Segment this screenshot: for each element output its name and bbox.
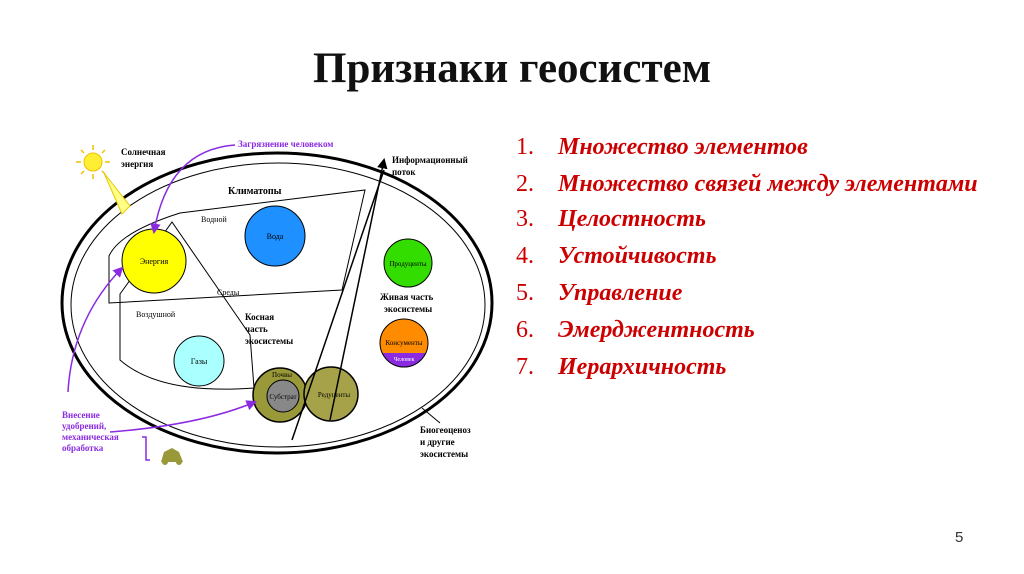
envs-label: Среды — [217, 288, 240, 297]
fertilizer-arrow-to-energy — [67, 266, 124, 393]
list-text: Управление — [558, 280, 683, 306]
reducers-circle — [303, 366, 359, 422]
list-number: 6. — [516, 317, 534, 343]
living-part-label: Живая часть экосистемы — [380, 292, 436, 314]
substrate-circle — [266, 379, 300, 413]
air-env-label: Воздушной — [136, 310, 176, 319]
features-list: 1. Множество элементов 2. Множество связ… — [516, 131, 996, 388]
list-text: Целостность — [558, 206, 706, 232]
reducers-label: Редуценты — [318, 391, 351, 399]
list-item: 4. Устойчивость — [516, 240, 996, 272]
human-label: Человек — [394, 357, 415, 363]
list-item: 2. Множество связей между элементами — [516, 168, 996, 200]
sun-beam — [103, 172, 131, 215]
list-item: 1. Множество элементов — [516, 131, 996, 163]
consumers-circle — [380, 319, 428, 367]
page-number: 5 — [955, 529, 964, 546]
energy-label: Энергия — [140, 257, 169, 266]
inert-part-label: Косная часть экосистемы — [245, 312, 293, 346]
pollution-label: Загрязнение человеком — [238, 139, 333, 149]
list-number: 3. — [516, 206, 534, 232]
tractor-icon — [142, 436, 183, 465]
gases-circle — [173, 335, 225, 387]
producers-circle — [383, 238, 433, 288]
info-flow-line-right — [291, 169, 385, 441]
biogeocenosis-label: Биогеоценоз и другие экосистемы — [420, 425, 473, 459]
info-flow-label: Информационный поток — [392, 155, 470, 177]
list-item: 5. Управление — [516, 277, 996, 309]
water-label: Вода — [267, 232, 284, 241]
list-number: 7. — [516, 354, 534, 380]
climatopes-region — [108, 189, 366, 304]
water-circle — [244, 205, 306, 267]
list-item: 3. Целостность — [516, 203, 996, 235]
soils-label: Почвы — [272, 371, 292, 379]
info-flow-line-left — [329, 157, 388, 421]
list-text: Иерархичность — [558, 354, 727, 380]
list-text: Множество связей между элементами — [558, 171, 978, 197]
list-number: 1. — [516, 134, 534, 160]
list-text: Эмерджентность — [558, 317, 755, 343]
outer-ellipse — [60, 151, 494, 455]
fertilizer-label: Внесение удобрений, механическая обработ… — [62, 410, 121, 453]
list-item: 6. Эмерджентность — [516, 314, 996, 346]
consumers-label: Консументы — [385, 339, 422, 347]
inner-ellipse — [70, 162, 486, 448]
biogeocenosis-pointer — [421, 407, 441, 424]
list-number: 4. — [516, 243, 534, 269]
fertilizer-arrow-to-soils — [109, 400, 257, 433]
list-number: 2. — [516, 171, 534, 197]
list-text: Устойчивость — [558, 243, 717, 269]
gases-label: Газы — [191, 357, 208, 366]
list-number: 5. — [516, 280, 534, 306]
producers-label: Продуценты — [389, 260, 427, 268]
sun-label: Солнечная энергия — [121, 147, 168, 169]
water-env-label: Водной — [201, 215, 227, 224]
pollution-arrow — [150, 144, 236, 235]
substrate-label: Субстрат — [269, 393, 296, 401]
slide-title: Признаки геосистем — [313, 45, 711, 92]
list-text: Множество элементов — [558, 134, 808, 160]
list-item: 7. Иерархичность — [516, 351, 996, 383]
sun-icon — [76, 145, 110, 179]
climatopes-label: Климатопы — [228, 186, 282, 197]
